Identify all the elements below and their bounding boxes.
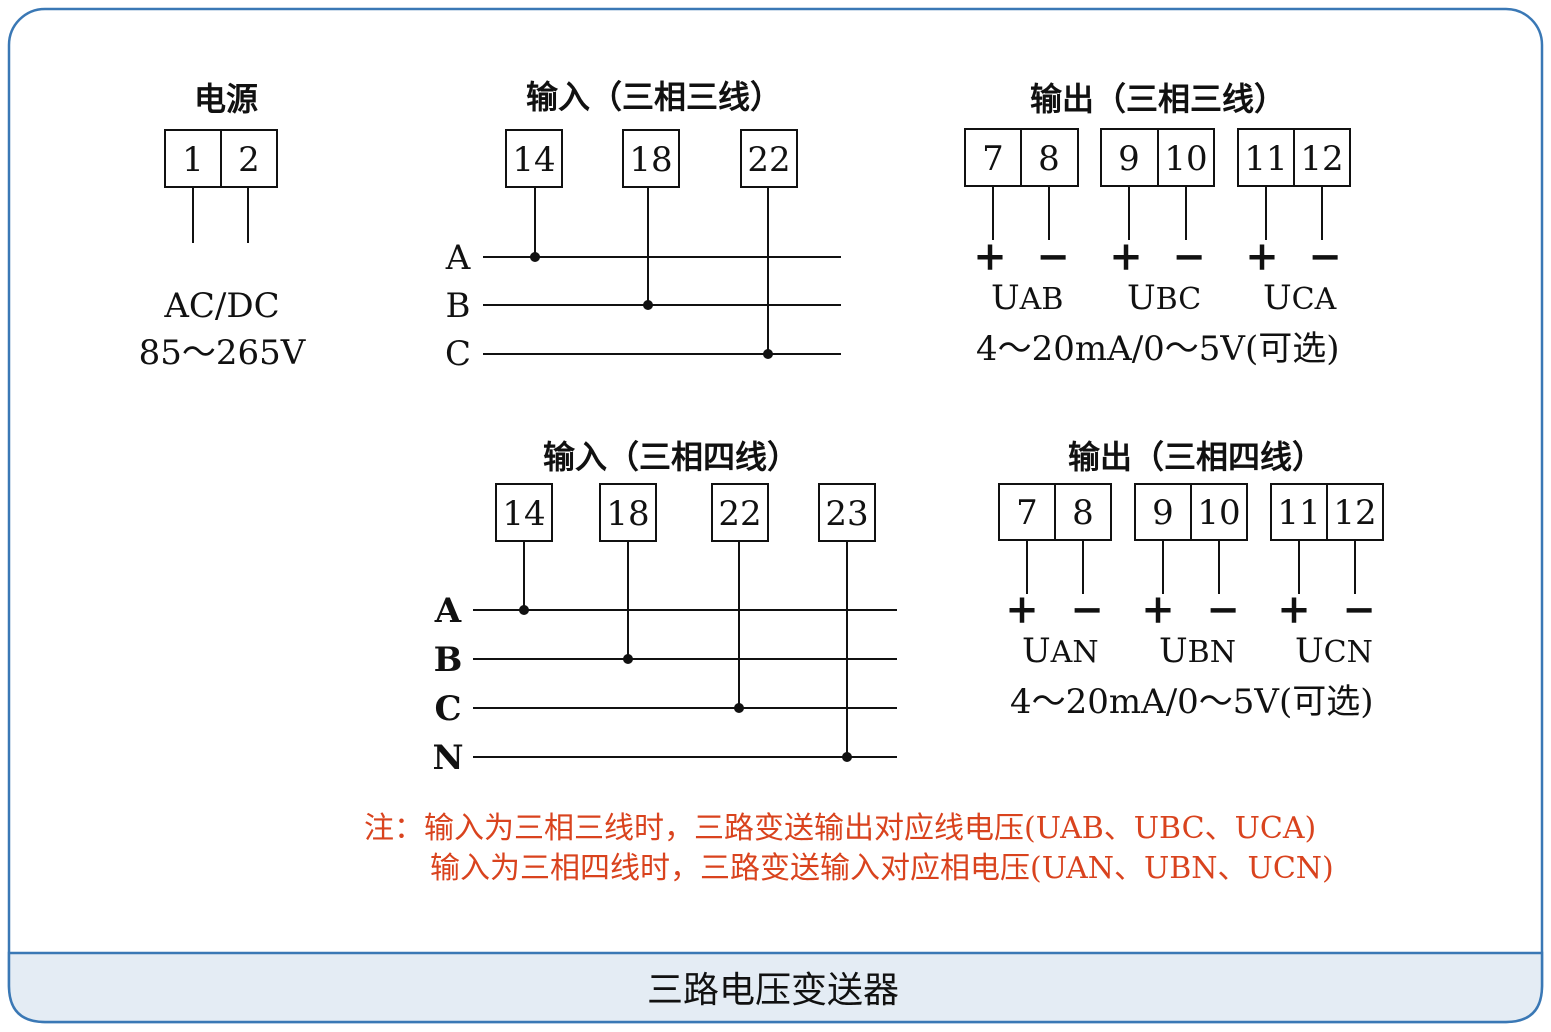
power-terminal-number: 1 <box>182 140 204 180</box>
junction-dot <box>519 605 529 615</box>
power-voltage-range: 85～265V <box>139 333 307 373</box>
plus-sign: + <box>1109 233 1143 280</box>
phase-label: B <box>434 640 463 680</box>
note-section: 注：输入为三相三线时，三路变送输出对应线电压(UAB、UBC、UCA) 输入为三… <box>364 811 1334 886</box>
input-terminal-number: 22 <box>718 494 761 534</box>
plus-sign: + <box>1005 586 1039 633</box>
plus-sign: + <box>973 233 1007 280</box>
plus-sign: + <box>1245 233 1279 280</box>
output-signal-label: UBN <box>1159 631 1236 671</box>
junction-dot <box>643 300 653 310</box>
output-signal-label: UAN <box>1022 631 1099 671</box>
output-3p4w-section: 输出（三相四线） 7 8 9 10 11 12 + − + − + − UAN … <box>998 438 1384 722</box>
note-line-2: 输入为三相四线时，三路变送输入对应相电压(UAN、UBN、UCN) <box>430 851 1334 886</box>
power-terminal-number: 2 <box>238 140 260 180</box>
input-terminal-number: 14 <box>502 494 545 534</box>
output-terminal-number: 11 <box>1277 493 1320 533</box>
input-terminal-number: 22 <box>747 140 790 180</box>
input-3p3w-section: 输入（三相三线） 14 18 22 A B C <box>445 78 841 374</box>
output-terminal-number: 9 <box>1152 493 1174 533</box>
junction-dot <box>842 752 852 762</box>
output-signal-label: UCN <box>1295 631 1373 671</box>
junction-dot <box>734 703 744 713</box>
minus-sign: − <box>1070 586 1104 633</box>
power-section: 电源 1 2 AC/DC 85～265V <box>139 80 307 373</box>
output-signal-label: UAB <box>991 278 1063 318</box>
junction-dot <box>530 252 540 262</box>
phase-label: C <box>434 689 461 729</box>
minus-sign: − <box>1036 233 1070 280</box>
output-3p4w-title: 输出（三相四线） <box>1068 438 1324 476</box>
junction-dot <box>763 349 773 359</box>
minus-sign: − <box>1172 233 1206 280</box>
output-terminal-number: 11 <box>1244 139 1287 179</box>
note-line-1: 注：输入为三相三线时，三路变送输出对应线电压(UAB、UBC、UCA) <box>364 811 1316 846</box>
input-3p4w-title: 输入（三相四线） <box>543 438 799 476</box>
input-terminal-number: 18 <box>629 140 672 180</box>
output-terminal-number: 7 <box>1016 493 1038 533</box>
phase-label: A <box>434 591 462 631</box>
output-terminal-number: 10 <box>1164 139 1207 179</box>
phase-label: C <box>445 334 471 374</box>
output-range-text: 4～20mA/0～5V(可选) <box>1010 682 1374 722</box>
minus-sign: − <box>1206 586 1240 633</box>
output-terminal-number: 10 <box>1197 493 1240 533</box>
footer-band <box>7 951 1544 1024</box>
output-terminal-number: 8 <box>1038 139 1060 179</box>
output-terminal-number: 12 <box>1333 493 1376 533</box>
phase-label: A <box>445 238 471 278</box>
output-terminal-number: 12 <box>1300 139 1343 179</box>
input-terminal-box <box>622 129 680 188</box>
output-terminal-number: 7 <box>982 139 1004 179</box>
footer-title: 三路电压变送器 <box>647 970 899 1011</box>
output-range-text: 4～20mA/0～5V(可选) <box>976 329 1340 369</box>
plus-sign: + <box>1277 586 1311 633</box>
input-terminal-number: 23 <box>825 494 868 534</box>
phase-label: N <box>432 738 463 778</box>
minus-sign: − <box>1308 233 1342 280</box>
power-title: 电源 <box>194 80 258 118</box>
power-supply-type: AC/DC <box>163 286 279 326</box>
output-terminal-number: 9 <box>1118 139 1140 179</box>
input-terminal-number: 18 <box>606 494 649 534</box>
output-signal-label: UCA <box>1263 278 1337 318</box>
phase-label: B <box>446 286 471 326</box>
minus-sign: − <box>1342 586 1376 633</box>
input-3p3w-title: 输入（三相三线） <box>526 78 782 116</box>
output-terminal-number: 8 <box>1072 493 1094 533</box>
junction-dot <box>623 654 633 664</box>
output-signal-label: UBC <box>1127 278 1201 318</box>
input-terminal-number: 14 <box>512 140 555 180</box>
plus-sign: + <box>1141 586 1175 633</box>
input-3p4w-section: 输入（三相四线） 14 18 22 23 A B C N <box>432 438 897 778</box>
output-3p3w-section: 输出（三相三线） 7 8 9 10 11 12 + − + − + − UAB … <box>964 80 1351 369</box>
output-3p3w-title: 输出（三相三线） <box>1030 80 1286 118</box>
